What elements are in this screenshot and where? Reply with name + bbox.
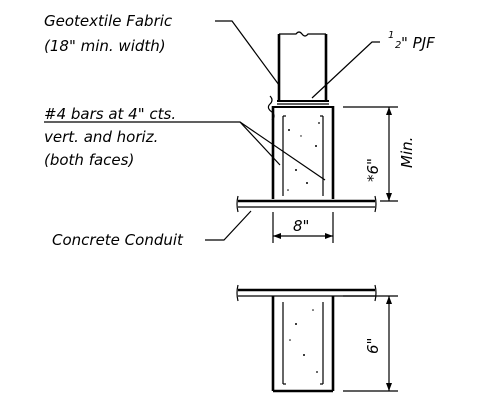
width-dim-label: 8"	[293, 217, 309, 235]
lower-wall-top	[271, 106, 335, 199]
svg-text:2: 2	[395, 40, 401, 51]
bars-label-line3: (both faces)	[44, 151, 134, 169]
height-dimension-top	[343, 106, 398, 202]
svg-text:1: 1	[388, 30, 394, 41]
conduit-slab-bottom	[236, 284, 377, 302]
geotextile-leader	[215, 20, 280, 86]
height-dim-top-label: *6"	[364, 158, 382, 182]
bars-label-line2: vert. and horiz.	[44, 128, 158, 146]
geotextile-label: Geotextile Fabric	[44, 12, 173, 30]
width-dimension	[272, 212, 334, 243]
height-dim-bottom-label: 6"	[364, 338, 382, 354]
pjf-joint	[277, 100, 329, 105]
height-dim-top-min: Min.	[398, 137, 416, 168]
conduit-label: Concrete Conduit	[52, 231, 184, 249]
pjf-label: 1 2 " PJF	[388, 30, 435, 52]
geotextile-width-label: (18" min. width)	[44, 37, 166, 55]
conduit-leader	[205, 210, 252, 241]
bars-label-line1: #4 bars at 4" cts.	[44, 105, 176, 123]
height-dimension-bottom	[343, 295, 398, 392]
pjf-leader	[311, 41, 380, 99]
upper-wall	[277, 31, 328, 100]
conduit-slab-top	[236, 195, 377, 213]
bars-leader-2	[239, 121, 326, 181]
lower-wall-bottom	[271, 296, 335, 393]
svg-text:" PJF: " PJF	[401, 34, 435, 52]
